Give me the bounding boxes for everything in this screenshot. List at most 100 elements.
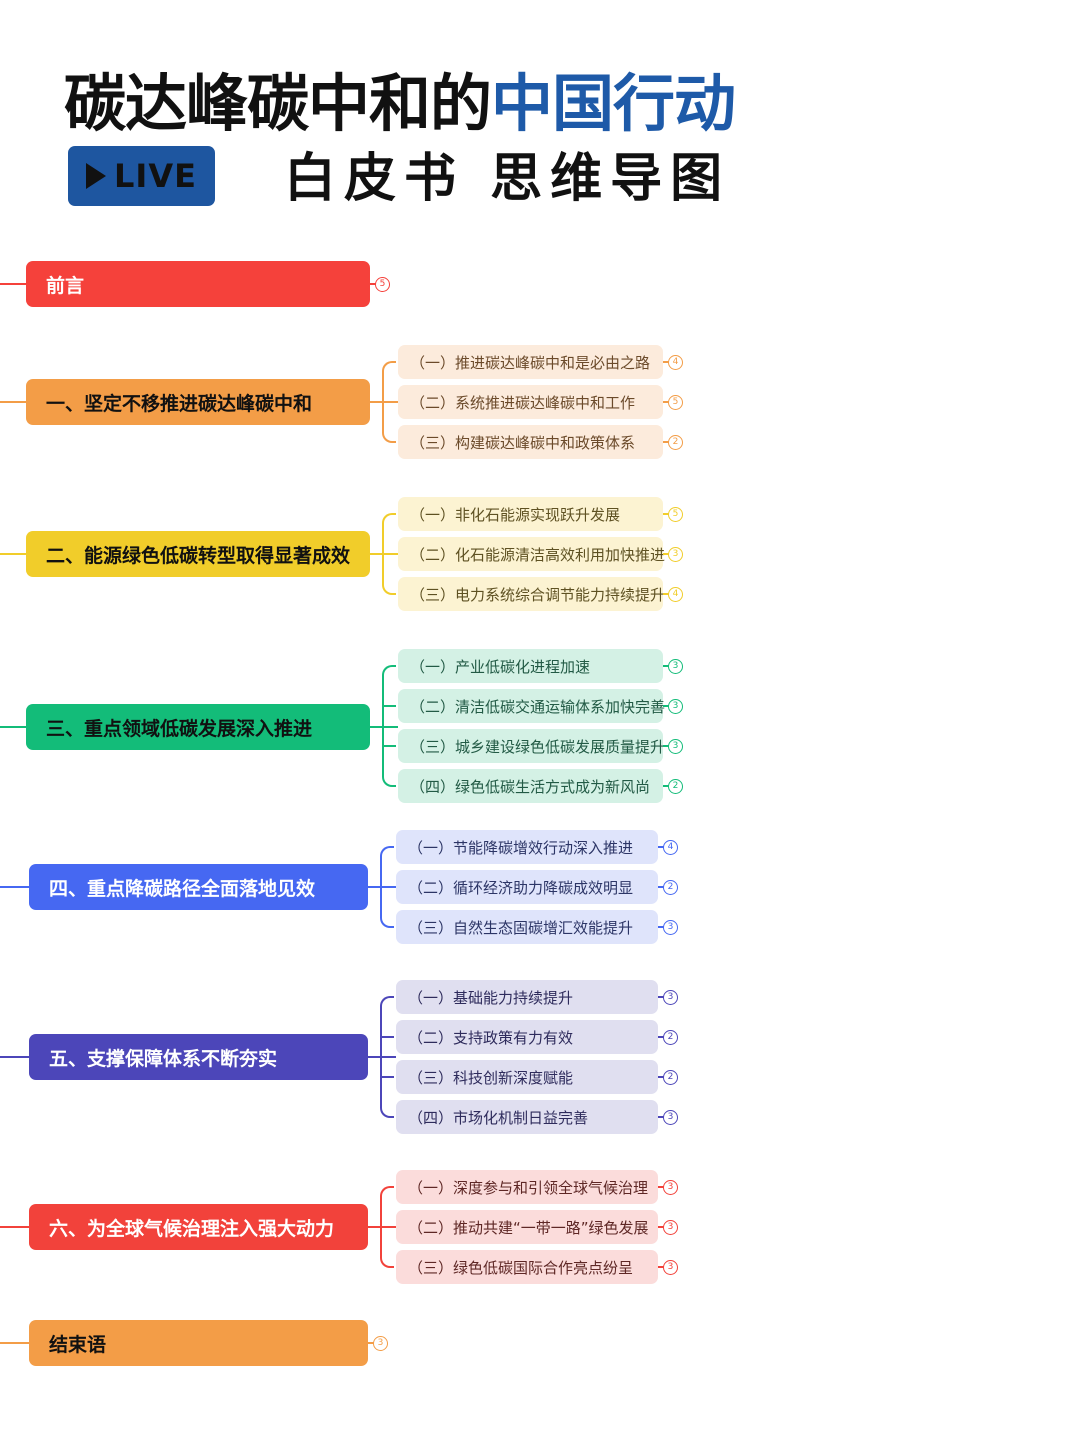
collapsed-count-badge[interactable]: 3 bbox=[668, 658, 683, 674]
subtopic-label: （二）推动共建“一带一路”绿色发展 bbox=[408, 1218, 649, 1237]
collapsed-count-badge[interactable]: 3 bbox=[663, 1259, 678, 1275]
mindmap-topic-node[interactable]: 五、支撑保障体系不断夯实 bbox=[29, 1034, 368, 1080]
mindmap-topic-node[interactable]: 四、重点降碳路径全面落地见效 bbox=[29, 864, 368, 910]
subtopic-label: （四）市场化机制日益完善 bbox=[408, 1108, 589, 1127]
connector-line bbox=[380, 886, 396, 888]
mindmap-subtopic-node[interactable]: （一）基础能力持续提升 bbox=[396, 980, 658, 1014]
badge-connector bbox=[663, 745, 669, 747]
collapsed-count-badge[interactable]: 5 bbox=[668, 506, 683, 522]
subtopic-label: （一）节能降碳增效行动深入推进 bbox=[408, 838, 634, 857]
mindmap-subtopic-node[interactable]: （二）支持政策有力有效 bbox=[396, 1020, 658, 1054]
badge-connector bbox=[663, 665, 669, 667]
mindmap-topic-node[interactable]: 一、坚定不移推进碳达峰碳中和 bbox=[26, 379, 370, 425]
mindmap-topic-node[interactable]: 二、能源绿色低碳转型取得显著成效 bbox=[26, 531, 370, 577]
topic-label: 六、为全球气候治理注入强大动力 bbox=[49, 1217, 335, 1240]
mindmap-subtopic-node[interactable]: （二）系统推进碳达峰碳中和工作 bbox=[398, 385, 663, 419]
badge-connector bbox=[658, 1116, 664, 1118]
collapsed-count-badge[interactable]: 2 bbox=[668, 778, 683, 794]
connector-line bbox=[370, 401, 384, 403]
mindmap-subtopic-node[interactable]: （二）推动共建“一带一路”绿色发展 bbox=[396, 1210, 658, 1244]
subtopic-label: （一）非化石能源实现跃升发展 bbox=[410, 505, 621, 524]
connector-line bbox=[382, 726, 398, 728]
connector-line bbox=[0, 726, 26, 728]
badge-connector bbox=[658, 1186, 664, 1188]
mindmap-topic-node[interactable]: 六、为全球气候治理注入强大动力 bbox=[29, 1204, 368, 1250]
mindmap-topic-node[interactable]: 结束语 bbox=[29, 1320, 368, 1366]
mindmap-subtopic-node[interactable]: （一）深度参与和引领全球气候治理 bbox=[396, 1170, 658, 1204]
mindmap-subtopic-node[interactable]: （三）电力系统综合调节能力持续提升 bbox=[398, 577, 666, 611]
mindmap-subtopic-node[interactable]: （三）绿色低碳国际合作亮点纷呈 bbox=[396, 1250, 658, 1284]
badge-connector bbox=[658, 1266, 664, 1268]
badge-connector bbox=[368, 1342, 374, 1344]
mindmap-subtopic-node[interactable]: （三）科技创新深度赋能 bbox=[396, 1060, 658, 1094]
connector-line bbox=[0, 401, 26, 403]
collapsed-count-badge[interactable]: 3 bbox=[373, 1335, 388, 1351]
badge-connector bbox=[658, 1226, 664, 1228]
badge-connector bbox=[658, 846, 664, 848]
badge-connector bbox=[663, 513, 669, 515]
mindmap-topic-node[interactable]: 前言 bbox=[26, 261, 370, 307]
mindmap-subtopic-node[interactable]: （一）节能降碳增效行动深入推进 bbox=[396, 830, 658, 864]
mindmap-subtopic-node[interactable]: （二）循环经济助力降碳成效明显 bbox=[396, 870, 658, 904]
collapsed-count-badge[interactable]: 2 bbox=[663, 879, 678, 895]
title-black-part: 碳达峰碳中和的 bbox=[64, 67, 492, 140]
subtopic-label: （二）系统推进碳达峰碳中和工作 bbox=[410, 393, 636, 412]
connector-line bbox=[380, 1076, 394, 1078]
mindmap-subtopic-node[interactable]: （四）市场化机制日益完善 bbox=[396, 1100, 658, 1134]
subtopic-label: （三）绿色低碳国际合作亮点纷呈 bbox=[408, 1258, 634, 1277]
page-title: 碳达峰碳中和的中国行动 bbox=[64, 66, 736, 142]
mindmap-subtopic-node[interactable]: （一）非化石能源实现跃升发展 bbox=[398, 497, 663, 531]
subtopic-label: （三）电力系统综合调节能力持续提升 bbox=[410, 585, 666, 604]
play-icon bbox=[86, 163, 107, 189]
collapsed-count-badge[interactable]: 3 bbox=[663, 919, 678, 935]
title-blue-part: 中国行动 bbox=[491, 67, 736, 140]
connector-line bbox=[0, 1226, 29, 1228]
collapsed-count-badge[interactable]: 4 bbox=[668, 354, 683, 370]
collapsed-count-badge[interactable]: 3 bbox=[663, 1219, 678, 1235]
mindmap-subtopic-node[interactable]: （三）自然生态固碳增汇效能提升 bbox=[396, 910, 658, 944]
collapsed-count-badge[interactable]: 3 bbox=[668, 546, 683, 562]
collapsed-count-badge[interactable]: 4 bbox=[663, 839, 678, 855]
collapsed-count-badge[interactable]: 2 bbox=[663, 1069, 678, 1085]
subtopic-label: （三）自然生态固碳增汇效能提升 bbox=[408, 918, 634, 937]
collapsed-count-badge[interactable]: 3 bbox=[668, 738, 683, 754]
mindmap-subtopic-node[interactable]: （二）清洁低碳交通运输体系加快完善 bbox=[398, 689, 666, 723]
collapsed-count-badge[interactable]: 5 bbox=[668, 394, 683, 410]
badge-connector bbox=[658, 886, 664, 888]
mindmap-subtopic-node[interactable]: （四）绿色低碳生活方式成为新风尚 bbox=[398, 769, 663, 803]
badge-connector bbox=[658, 996, 664, 998]
connector-line bbox=[382, 745, 396, 747]
connector-line bbox=[370, 726, 384, 728]
mindmap-subtopic-node[interactable]: （三）构建碳达峰碳中和政策体系 bbox=[398, 425, 663, 459]
badge-connector bbox=[370, 283, 376, 285]
connector-line bbox=[0, 886, 29, 888]
subtopic-label: （三）城乡建设绿色低碳发展质量提升 bbox=[410, 737, 666, 756]
connector-line bbox=[382, 401, 398, 403]
collapsed-count-badge[interactable]: 3 bbox=[663, 1179, 678, 1195]
mindmap-subtopic-node[interactable]: （二）化石能源清洁高效利用加快推进 bbox=[398, 537, 665, 571]
live-label: LIVE bbox=[114, 157, 197, 195]
collapsed-count-badge[interactable]: 4 bbox=[668, 586, 683, 602]
collapsed-count-badge[interactable]: 3 bbox=[663, 989, 678, 1005]
badge-connector bbox=[663, 441, 669, 443]
topic-label: 二、能源绿色低碳转型取得显著成效 bbox=[46, 544, 351, 567]
collapsed-count-badge[interactable]: 3 bbox=[663, 1109, 678, 1125]
connector-line bbox=[368, 1056, 382, 1058]
collapsed-count-badge[interactable]: 3 bbox=[668, 698, 683, 714]
mindmap-topic-node[interactable]: 三、重点领域低碳发展深入推进 bbox=[26, 704, 370, 750]
connector-line bbox=[382, 553, 398, 555]
collapsed-count-badge[interactable]: 2 bbox=[663, 1029, 678, 1045]
subtopic-label: （一）产业低碳化进程加速 bbox=[410, 657, 591, 676]
mindmap-subtopic-node[interactable]: （一）产业低碳化进程加速 bbox=[398, 649, 663, 683]
badge-connector bbox=[658, 1036, 664, 1038]
topic-label: 前言 bbox=[46, 274, 85, 297]
collapsed-count-badge[interactable]: 2 bbox=[668, 434, 683, 450]
mindmap-subtopic-node[interactable]: （一）推进碳达峰碳中和是必由之路 bbox=[398, 345, 663, 379]
connector-line bbox=[370, 553, 384, 555]
topic-label: 四、重点降碳路径全面落地见效 bbox=[49, 877, 316, 900]
subtopic-label: （三）科技创新深度赋能 bbox=[408, 1068, 574, 1087]
subtopic-label: （二）清洁低碳交通运输体系加快完善 bbox=[410, 697, 666, 716]
subtopic-label: （二）支持政策有力有效 bbox=[408, 1028, 574, 1047]
collapsed-count-badge[interactable]: 5 bbox=[375, 276, 390, 292]
mindmap-subtopic-node[interactable]: （三）城乡建设绿色低碳发展质量提升 bbox=[398, 729, 666, 763]
